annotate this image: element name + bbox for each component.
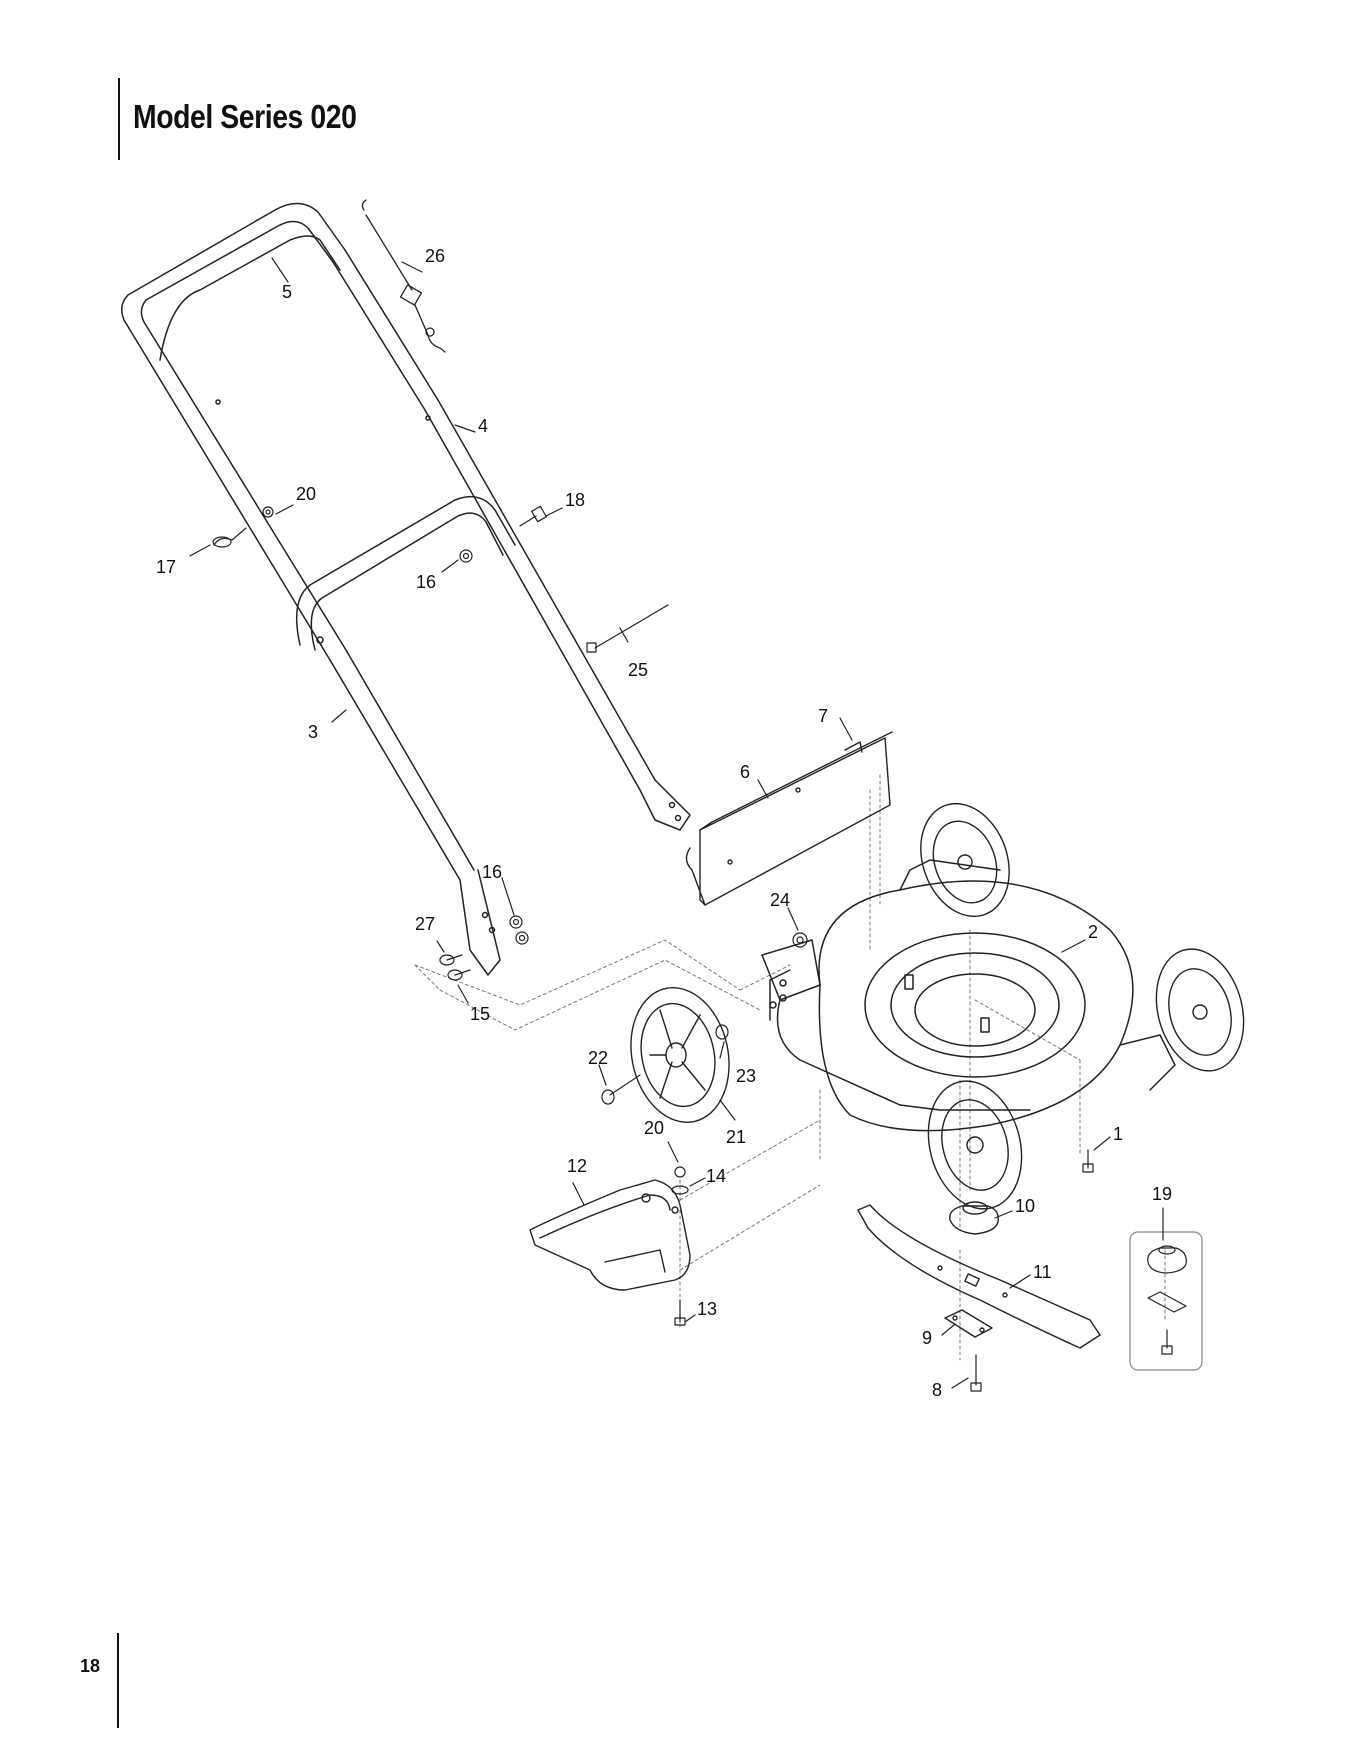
callout-leaders — [190, 258, 1163, 1388]
mower-deck-part-2 — [762, 860, 1175, 1131]
callout-19: 19 — [1152, 1184, 1172, 1204]
callout-27: 27 — [415, 914, 435, 934]
callout-11: 11 — [1033, 1262, 1052, 1282]
callout-9: 9 — [922, 1328, 932, 1348]
page-number: 18 — [80, 1656, 100, 1677]
assembly-guide-lines — [415, 775, 1165, 1360]
callout-16-top: 16 — [416, 572, 436, 592]
callout-25: 25 — [628, 660, 648, 680]
callout-6: 6 — [740, 762, 750, 782]
blade-adapter-part-10 — [950, 1202, 999, 1234]
callout-4: 4 — [478, 416, 488, 436]
callout-21: 21 — [726, 1127, 746, 1147]
discharge-door-part-12 — [530, 1180, 690, 1290]
wheel-front-right — [1143, 939, 1256, 1081]
callout-26: 26 — [425, 246, 445, 266]
callout-10: 10 — [1015, 1196, 1035, 1216]
wheel-part-21 — [619, 979, 741, 1132]
callout-13: 13 — [697, 1299, 717, 1319]
callout-1: 1 — [1113, 1124, 1123, 1144]
page-number-rule — [117, 1633, 119, 1728]
callout-23: 23 — [736, 1066, 756, 1086]
blade-kit-part-19 — [1130, 1232, 1202, 1370]
callout-2: 2 — [1088, 922, 1098, 942]
hardware-fasteners — [213, 506, 1093, 1391]
callout-5: 5 — [282, 282, 292, 302]
upper-handle-part-5 — [122, 203, 438, 660]
callout-15: 15 — [470, 1004, 490, 1024]
lower-handle-part-3-4 — [297, 400, 690, 975]
callout-12: 12 — [567, 1156, 587, 1176]
callout-20-lower: 20 — [644, 1118, 664, 1138]
callout-8: 8 — [932, 1380, 942, 1400]
callout-3: 3 — [308, 722, 318, 742]
callout-18: 18 — [565, 490, 585, 510]
callout-20-top: 20 — [296, 484, 316, 504]
wheel-rear-left — [906, 791, 1025, 929]
mower-blade-part-11 — [858, 1205, 1100, 1348]
blade-stiffener-part-9 — [945, 1310, 992, 1337]
callout-7: 7 — [818, 706, 828, 726]
callout-16-lower: 16 — [482, 862, 502, 882]
rear-flap-part-6 — [686, 732, 892, 905]
callout-14: 14 — [706, 1166, 726, 1186]
callout-17: 17 — [156, 557, 176, 577]
callout-22: 22 — [588, 1048, 608, 1068]
callout-24: 24 — [770, 890, 790, 910]
